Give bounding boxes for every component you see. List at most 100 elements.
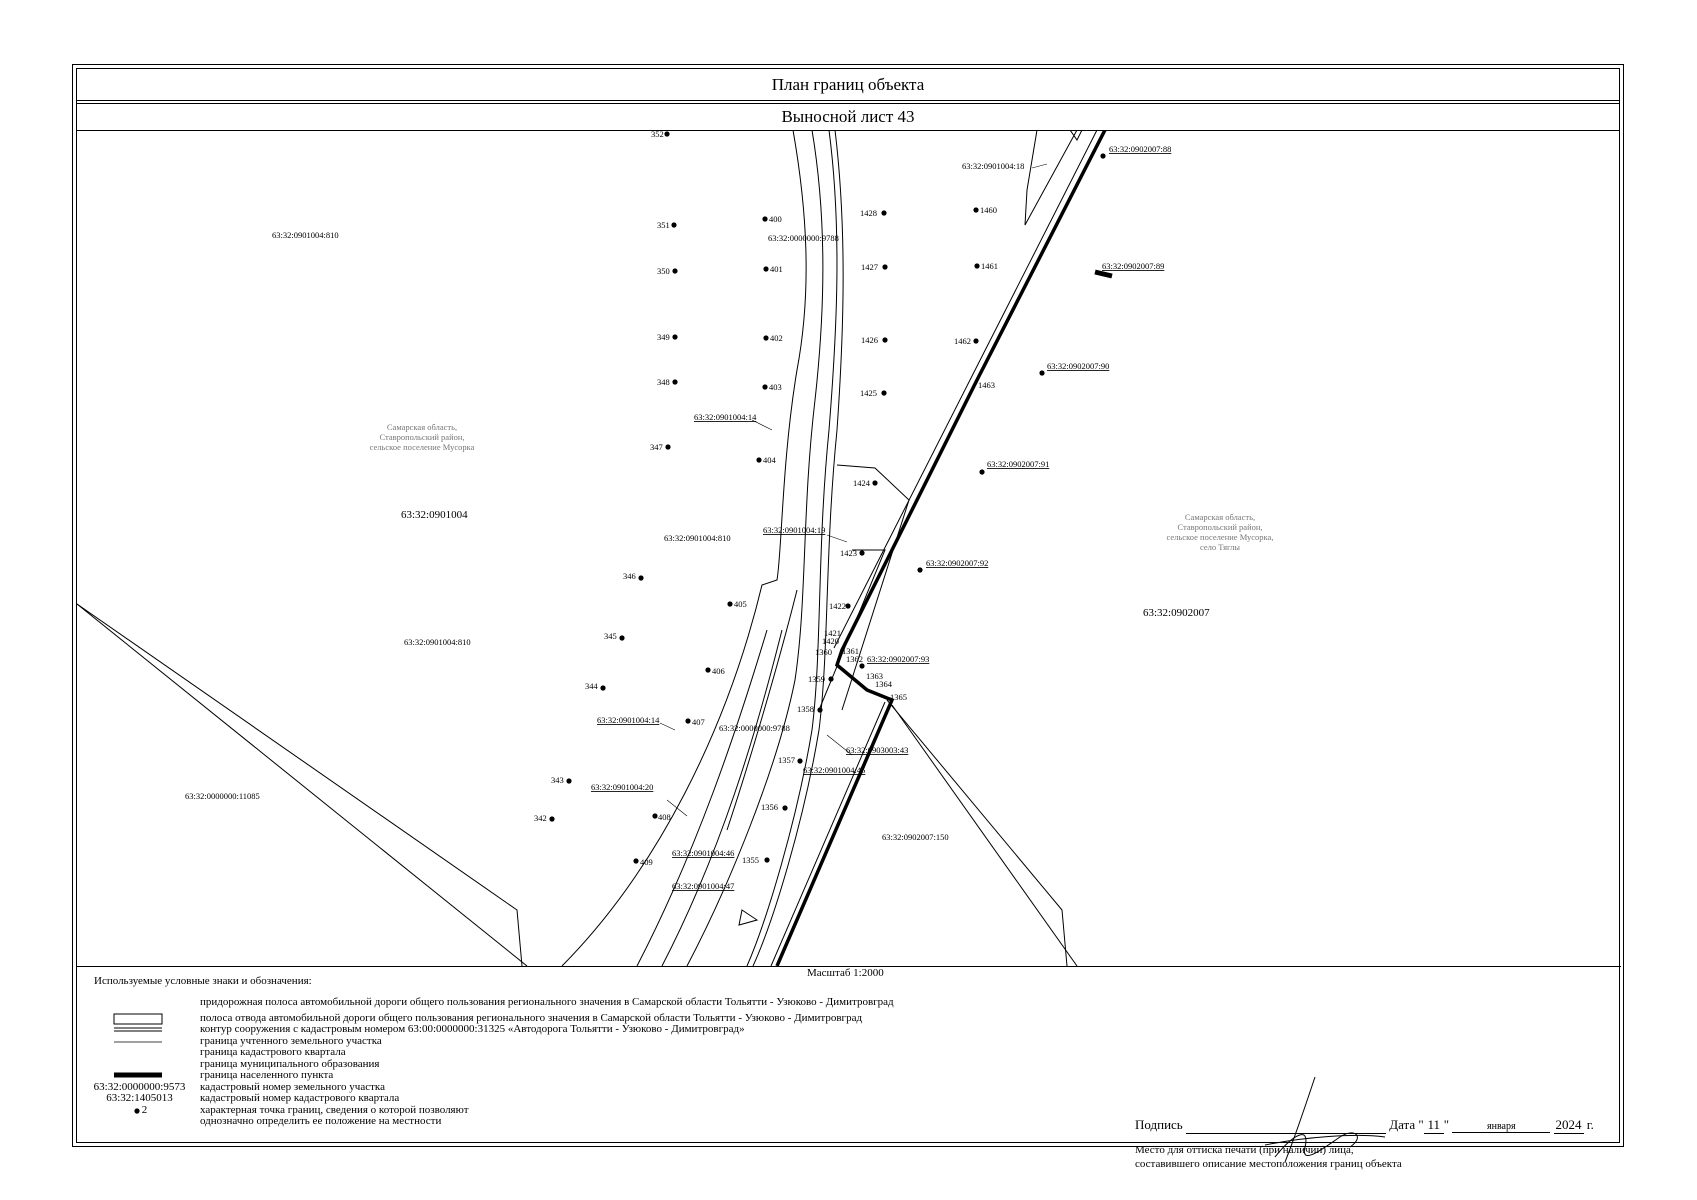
parcel-150-boundary-b — [891, 704, 1078, 966]
point-label-408: 408 — [658, 812, 671, 822]
point-343 — [566, 778, 572, 784]
point-label-1425: 1425 — [860, 388, 877, 398]
point-label-1363: 1363 — [866, 671, 883, 681]
settlement-right-line-2: Ставропольский район, — [1177, 522, 1262, 532]
point-1428 — [881, 210, 887, 216]
point-label-348: 348 — [657, 377, 670, 387]
point-label-1463: 1463 — [978, 380, 995, 390]
point-parcel-91 — [979, 469, 985, 475]
parcel-11085-line — [77, 603, 528, 966]
legend-item-right-of-way: полоса отвода автомобильной дороги общег… — [87, 1011, 987, 1024]
page-title: План границ объекта — [77, 69, 1619, 101]
point-label-404: 404 — [763, 455, 777, 465]
point-label-347: 347 — [650, 442, 663, 452]
legend-text: граница кадастрового квартала — [200, 1046, 346, 1058]
legend-text: кадастровый номер кадастрового квартала — [200, 1092, 400, 1104]
legend-symbol-parcel-boundary — [87, 1036, 192, 1052]
point-label-405: 405 — [734, 599, 747, 609]
point-label-1420: 1420 — [822, 636, 839, 646]
point-344 — [600, 685, 606, 691]
settlement-left-line-3: сельское поселение Мусорка — [370, 442, 475, 452]
point-label-1427: 1427 — [861, 262, 878, 272]
stamp-place-line-1: Место для оттиска печати (при наличии) л… — [1135, 1144, 1354, 1156]
stamp-place-line-2: составившего описание местоположения гра… — [1135, 1158, 1402, 1170]
date-day: 11 — [1423, 1117, 1444, 1134]
parcel-label-47: 63:32:0901004:47 — [672, 881, 734, 891]
legend-text: полоса отвода автомобильной дороги общег… — [200, 1011, 863, 1024]
legend: придорожная полоса автомобильной дороги … — [87, 996, 987, 1128]
settlement-right-line-3: сельское поселение Мусорка, — [1167, 532, 1274, 542]
title-text: План границ объекта — [771, 74, 925, 94]
point-1422 — [845, 603, 851, 609]
parcel-89-bold-segment — [1094, 269, 1113, 279]
legend-symbol-structure-contour — [87, 1024, 192, 1040]
leader-18 — [1031, 163, 1048, 169]
road-edge-inner-left — [686, 130, 824, 966]
point-label-402: 402 — [770, 333, 783, 343]
road-axis-line — [752, 130, 844, 966]
road-edge-outer-left — [561, 130, 807, 966]
point-label-1360: 1360 — [815, 647, 832, 657]
point-parcel-92 — [917, 567, 923, 573]
parcel-label-19: 63:32:0901004:19 — [763, 525, 825, 535]
stamp-place: Место для оттиска печати (при наличии) л… — [1135, 1143, 1402, 1171]
parcel-label-43: 63:32:0903003:43 — [846, 745, 908, 755]
point-labels: 352 351 350 349 348 347 346 345 344 343 … — [534, 130, 998, 867]
point-348 — [672, 379, 678, 385]
point-408 — [652, 813, 658, 819]
point-label-1356: 1356 — [761, 802, 778, 812]
legend-text: граница учтенного земельного участка — [200, 1034, 382, 1047]
point-401 — [763, 266, 769, 272]
parcel-label-46: 63:32:0901004:46 — [672, 848, 734, 858]
settlement-right-line-4: село Тяглы — [1200, 542, 1240, 552]
legend-symbol-quarter-number: 63:32:1405013 — [106, 1092, 173, 1104]
settlement-boundary-offset — [833, 130, 1098, 649]
point-label-345: 345 — [604, 631, 617, 641]
point-label-342: 342 — [534, 813, 547, 823]
parcel-label-93: 63:32:0902007:93 — [867, 654, 929, 664]
parcel-label-92: 63:32:0902007:92 — [926, 558, 988, 568]
point-label-1460: 1460 — [980, 205, 997, 215]
legend-item-structure-contour: контур сооружения с кадастровым номером … — [87, 1023, 987, 1036]
legend-symbol-parcel-number: 63:32:0000000:9573 — [93, 1080, 186, 1093]
legend-item-point: 2 характерная точка границ, сведения о к… — [87, 1103, 987, 1117]
date-year: 2024 — [1553, 1117, 1584, 1134]
point-label-344: 344 — [585, 681, 599, 691]
signature-label: Подпись — [1135, 1117, 1183, 1132]
date-label: Дата — [1389, 1117, 1416, 1132]
settlement-left-line-1: Самарская область, — [387, 422, 457, 432]
parcel-label-20: 63:32:0901004:20 — [591, 782, 653, 792]
road-strip-line-a — [636, 629, 768, 966]
point-405 — [727, 601, 733, 607]
legend-symbol-point-label: 2 — [141, 1103, 148, 1116]
quarter-labels: 63:32:0901004 63:32:0902007 — [401, 509, 1210, 619]
date-month: января — [1452, 1121, 1551, 1133]
legend-item-point-cont: однозначно определить ее положение на ме… — [87, 1115, 987, 1128]
quarter-label-0901004: 63:32:0901004 — [401, 509, 468, 521]
point-345 — [619, 635, 625, 641]
point-label-1426: 1426 — [861, 335, 878, 345]
legend-item-municipal-boundary: граница муниципального образования — [87, 1057, 987, 1071]
point-label-343: 343 — [551, 775, 564, 785]
point-402 — [763, 335, 769, 341]
legend-item-roadside-strip: придорожная полоса автомобильной дороги … — [87, 996, 987, 1009]
parcel-label-89: 63:32:0902007:89 — [1102, 261, 1164, 271]
point-342 — [549, 816, 555, 822]
signature-line: Подпись Дата "11" января 2024 г. — [1135, 1117, 1594, 1134]
point-label-1359: 1359 — [808, 674, 825, 684]
point-label-1355: 1355 — [742, 855, 759, 865]
point-label-351: 351 — [657, 220, 670, 230]
legend-text: граница муниципального образования — [200, 1057, 380, 1070]
legend-symbol-right-of-way — [87, 1013, 192, 1029]
point-label-1362: 1362 — [846, 654, 863, 664]
point-label-349: 349 — [657, 332, 670, 342]
leader-20 — [666, 799, 688, 817]
road-strip-line-c — [726, 589, 798, 831]
legend-text: контур сооружения с кадастровым номером … — [200, 1023, 745, 1035]
leader-14 — [751, 419, 773, 431]
legend-text: граница населенного пункта — [200, 1069, 334, 1081]
point-label-1361: 1361 — [842, 646, 859, 656]
parcel-label-810-a: 63:32:0901004:810 — [272, 230, 339, 240]
point-label-406: 406 — [712, 666, 725, 676]
point-1357 — [797, 758, 803, 764]
